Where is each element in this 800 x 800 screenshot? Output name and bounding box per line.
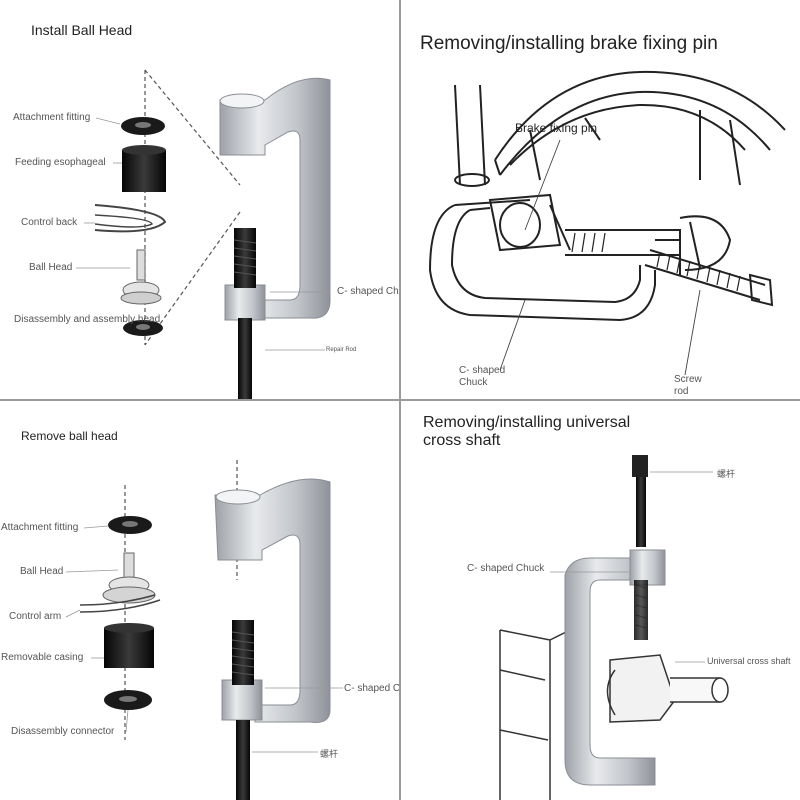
label-screw-rod: 螺杆 — [717, 469, 736, 479]
label-c-shaped-chuck: C- shaped Chuck — [467, 563, 545, 574]
panel-install-ball-head: Install Ball Head Attachment fitting Fee… — [0, 0, 400, 400]
label-screw-rod: 螺杆 — [320, 749, 339, 759]
panel-title-line1: Removing/installing universal — [423, 414, 631, 431]
install-ball-head-illustration — [76, 69, 331, 400]
panel-title: Install Ball Head — [31, 22, 133, 38]
label-ball-head: Ball Head — [20, 566, 64, 577]
universal-cross-shaft-illustration — [499, 455, 729, 800]
panel-remove-ball-head: Remove ball head Attachment fitting Ball… — [0, 400, 400, 800]
label-c-shaped-chuck-line2: Chuck — [459, 377, 488, 388]
label-disassembly-assembly-head: Disassembly and assembly head — [14, 314, 161, 325]
label-feeding-esophageal: Feeding esophageal — [15, 157, 106, 168]
label-attachment-fitting: Attachment fitting — [13, 112, 91, 123]
label-control-back: Control back — [21, 217, 78, 228]
label-c-shaped-chuck-line1: C- shaped — [459, 365, 506, 376]
label-brake-fixing-pin: Brake fixing pin — [515, 121, 598, 135]
panel-title: Removing/installing brake fixing pin — [420, 33, 718, 54]
label-repair-rod: Repair Rod — [326, 347, 357, 353]
label-removable-casing: Removable casing — [1, 652, 84, 663]
label-control-arm: Control arm — [9, 611, 62, 622]
label-disassembly-connector: Disassembly connector — [11, 726, 115, 737]
brake-fixing-pin-illustration — [428, 70, 786, 376]
horizontal-divider — [0, 399, 800, 401]
label-attachment-fitting: Attachment fitting — [1, 522, 79, 533]
label-screw-rod-line1: Screw — [674, 374, 702, 385]
panel-universal-cross-shaft: Removing/installing universal cross shaf… — [400, 400, 800, 800]
remove-ball-head-illustration — [65, 460, 343, 800]
panel-title: Remove ball head — [21, 429, 118, 443]
label-c-shaped-chuck: C- shaped Chuck — [337, 286, 400, 297]
label-c-shaped-chuck: C- shaped Chuck — [344, 683, 400, 694]
label-screw-rod-line2: rod — [674, 386, 689, 397]
label-ball-head: Ball Head — [29, 262, 73, 273]
panel-brake-fixing-pin: Removing/installing brake fixing pin Bra… — [400, 0, 800, 400]
label-universal-cross-shaft: Universal cross shaft — [707, 656, 791, 666]
panel-title-line2: cross shaft — [423, 432, 501, 449]
